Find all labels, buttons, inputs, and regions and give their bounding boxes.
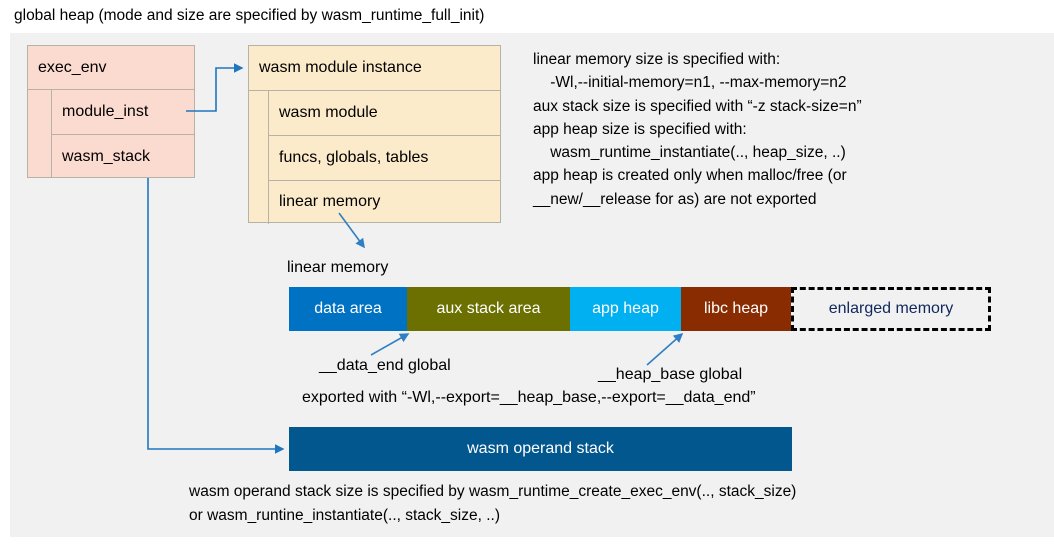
indent-spacer bbox=[249, 91, 269, 136]
module-instance-field-funcs-globals-tables: funcs, globals, tables bbox=[249, 135, 500, 180]
exec-env-box: exec_env module_inst wasm_stack bbox=[27, 45, 195, 178]
module-instance-field-linear-memory: linear memory bbox=[249, 179, 500, 224]
export-flags-note: exported with “-Wl,--export=__heap_base,… bbox=[302, 389, 756, 406]
data-end-global-label: __data_end global bbox=[319, 357, 451, 374]
exec-env-field-module-inst: module_inst bbox=[28, 90, 194, 134]
exec-env-field-wasm-stack: wasm_stack bbox=[28, 134, 194, 178]
indent-spacer bbox=[249, 179, 269, 224]
field-label: linear memory bbox=[269, 179, 500, 224]
module-instance-field-wasm-module: wasm module bbox=[249, 91, 500, 136]
memory-segment-data-area: data area bbox=[289, 287, 407, 331]
memory-segment-enlarged-memory: enlarged memory bbox=[791, 287, 991, 331]
wasm-module-instance-box: wasm module instance wasm module funcs, … bbox=[248, 45, 501, 224]
module-instance-header: wasm module instance bbox=[249, 46, 500, 91]
linear-memory-size-note: linear memory size is specified with: -W… bbox=[533, 51, 862, 208]
memory-segment-aux-stack-area: aux stack area bbox=[407, 287, 570, 331]
operand-stack-size-note: wasm operand stack size is specified by … bbox=[189, 483, 797, 524]
linear-memory-strip-label: linear memory bbox=[287, 259, 389, 276]
indent-spacer bbox=[28, 90, 52, 134]
wasm-operand-stack-bar: wasm operand stack bbox=[289, 427, 792, 471]
heap-base-global-label: __heap_base global bbox=[598, 366, 743, 383]
memory-segment-libc-heap: libc heap bbox=[681, 287, 791, 331]
field-label: wasm_stack bbox=[52, 134, 194, 178]
memory-segment-app-heap: app heap bbox=[570, 287, 681, 331]
exec-env-header: exec_env bbox=[28, 46, 194, 90]
field-label: module_inst bbox=[62, 103, 149, 120]
field-label: funcs, globals, tables bbox=[269, 135, 500, 179]
page-title: global heap (mode and size are specified… bbox=[14, 7, 485, 24]
field-label: wasm module bbox=[279, 104, 378, 122]
indent-spacer bbox=[28, 134, 52, 178]
indent-spacer bbox=[249, 135, 269, 180]
